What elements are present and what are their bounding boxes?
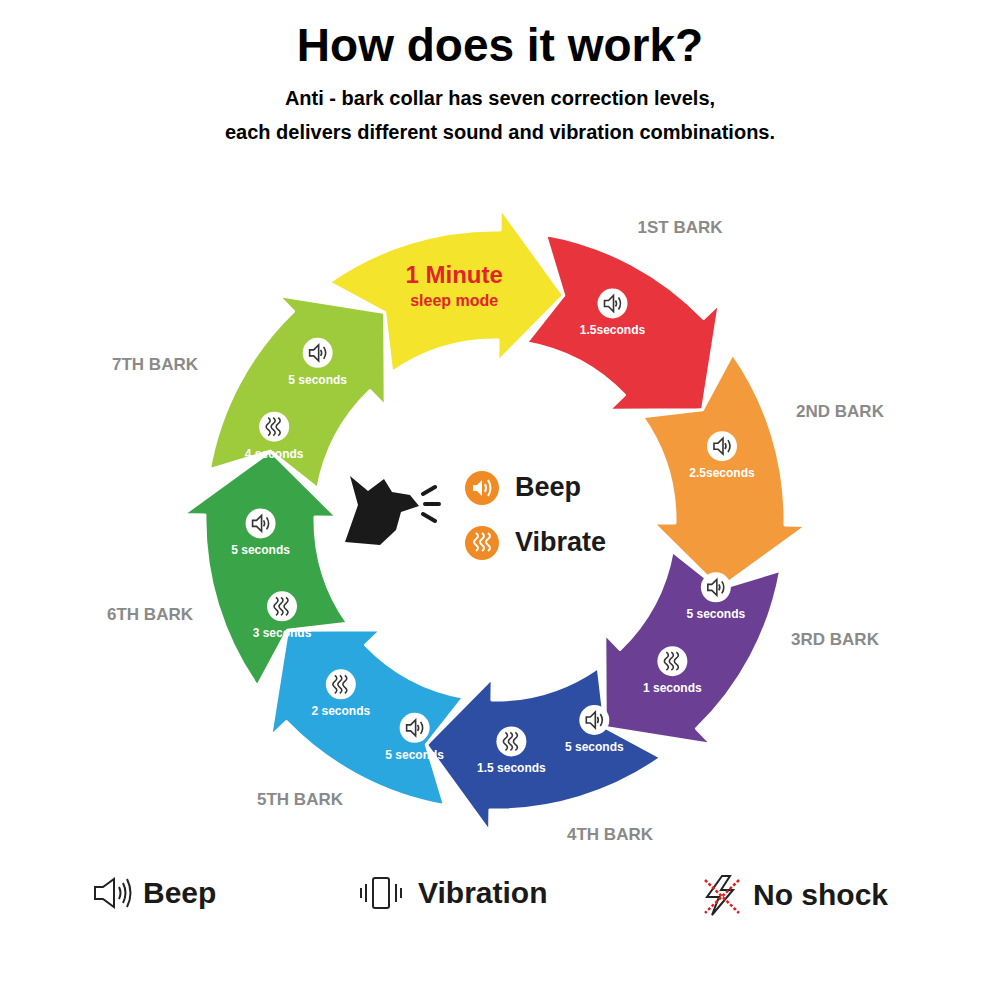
duration-text: 2.5seconds (689, 467, 754, 481)
icon-disc (657, 646, 687, 676)
beep-icon (605, 295, 621, 311)
beep-icon (714, 438, 730, 454)
bark-arrow: 6TH BARK5 seconds3 seconds (180, 425, 369, 702)
arrow-outline (642, 354, 807, 589)
arrow-shape (400, 646, 677, 835)
arrow-shape (180, 425, 369, 702)
vibrate-icon (274, 597, 288, 615)
bark-arrow: 4TH BARK5 seconds1.5 seconds (400, 646, 677, 835)
beep-key-icon (95, 879, 131, 907)
duration-text: 5 seconds (565, 741, 624, 755)
vibrate-legend-icon (465, 526, 499, 560)
vibrate-icon (333, 675, 347, 693)
bark-label: 5TH BARK (257, 790, 343, 810)
legend-text: Beep (143, 876, 216, 911)
arrow-outline (426, 667, 661, 832)
icons (259, 338, 332, 442)
subtitle-line: Anti - bark collar has seven correction … (285, 87, 715, 110)
icon-disc (267, 591, 297, 621)
bark-label: 4TH BARK (567, 825, 653, 845)
icons (657, 572, 730, 676)
vibrate-icon (266, 418, 280, 436)
icon-disc (326, 669, 356, 699)
vibrate-icon (664, 652, 678, 670)
bark-label: 3RD BARK (791, 630, 879, 650)
duration-text: 5 seconds (231, 544, 290, 558)
arrow-outline (209, 296, 385, 489)
dog-icon (345, 476, 439, 545)
sleep-mode: sleep mode (410, 291, 498, 309)
icons (707, 431, 737, 461)
icons (246, 508, 297, 621)
duration-text: 4 seconds (245, 448, 304, 462)
duration-text: 1.5 seconds (477, 763, 546, 777)
bark-label: 7TH BARK (112, 355, 198, 375)
duration-text: 1.5seconds (580, 325, 645, 339)
icon-disc (496, 726, 526, 756)
bark-label: 6TH BARK (107, 605, 193, 625)
duration-text: 2 seconds (311, 705, 370, 719)
beep-icon (310, 345, 326, 361)
vibrate-icon (503, 732, 517, 750)
bark-label: 2ND BARK (796, 402, 884, 422)
icon-disc (246, 508, 276, 538)
icons (598, 288, 628, 318)
duration-text: 5 seconds (686, 608, 745, 622)
icon-disc (259, 412, 289, 442)
arrow-outline (526, 234, 719, 410)
beep-icon (407, 720, 423, 736)
icon-disc (400, 713, 430, 743)
arrow-outline (605, 551, 781, 744)
beep-icon (253, 515, 269, 531)
sleep-time: 1 Minute (406, 261, 503, 289)
icon-disc (707, 431, 737, 461)
icon-disc (303, 338, 333, 368)
legend-text: Vibration (418, 876, 547, 911)
legend-text: Beep (515, 472, 581, 503)
arrow-outline (329, 208, 564, 373)
arrow-outline (271, 630, 464, 806)
duration-text: 5 seconds (288, 374, 347, 388)
duration-text: 5 seconds (385, 749, 444, 763)
icon-disc (579, 705, 609, 735)
beep-icon (586, 712, 602, 728)
bark-label: 1ST BARK (637, 218, 722, 238)
beep-icon (708, 579, 724, 595)
title: How does it work? (297, 19, 703, 72)
icon-disc (598, 288, 628, 318)
arrow-outline (183, 451, 348, 686)
duration-text: 1 seconds (643, 682, 702, 696)
no-shock-icon (705, 876, 739, 915)
duration-text: 3 seconds (253, 627, 312, 641)
sleep-arrow: 1 Minute sleep mode (313, 205, 590, 394)
icon-disc (701, 572, 731, 602)
vibration-key-icon (361, 878, 401, 908)
legend-text: No shock (753, 878, 888, 913)
beep-legend-icon (465, 471, 499, 505)
subtitle-line: each delivers different sound and vibrat… (225, 121, 775, 144)
legend-text: Vibrate (515, 527, 606, 558)
